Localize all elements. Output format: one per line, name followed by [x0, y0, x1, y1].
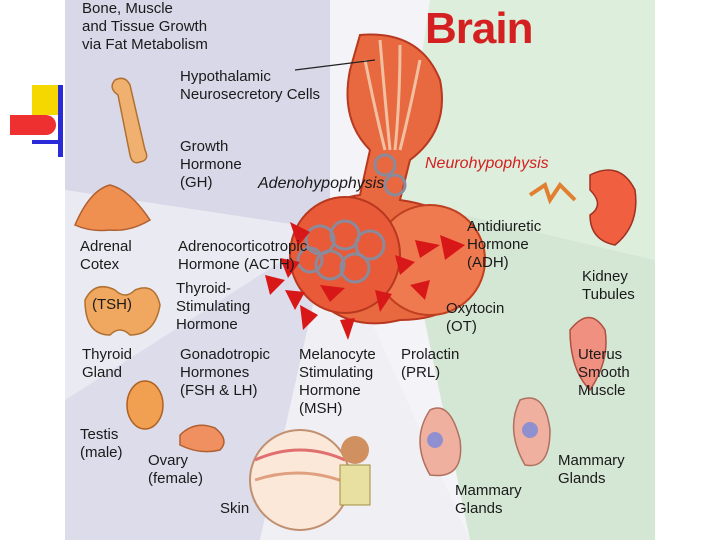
- mammary-gland-right-icon: [512, 397, 551, 467]
- label-hypothalamic: Hypothalamic Neurosecretory Cells: [180, 68, 321, 103]
- label-neurohypophysis: Neurohypophysis: [425, 155, 549, 172]
- label-bone-muscle: Bone, Muscle and Tissue Growth via Fat M…: [82, 0, 208, 53]
- label-gonadotropic: Gonadotropic Hormones (FSH & LH): [180, 346, 271, 399]
- label-kidney-tubules: Kidney Tubules: [582, 268, 635, 303]
- mammary-gland-center-icon: [419, 407, 462, 477]
- label-growth-hormone: Growth Hormone (GH): [180, 138, 242, 191]
- label-thyroid-gland: Thyroid Gland: [82, 346, 133, 381]
- adrenal-icon: [74, 184, 152, 232]
- label-uterus: Uterus Smooth Muscle: [578, 346, 630, 399]
- label-adenohypophysis: Adenohypophysis: [258, 175, 385, 192]
- bone-icon: [111, 77, 148, 164]
- label-prolactin: Prolactin (PRL): [401, 346, 460, 381]
- uterus-icon: [569, 316, 607, 392]
- bullet-bar-red: [10, 115, 56, 135]
- testis-icon: [126, 380, 164, 430]
- label-adrenal-cortex: Adrenal Cotex: [80, 238, 132, 273]
- bullet-square-yellow: [32, 85, 58, 115]
- label-oxytocin: Oxytocin (OT): [446, 300, 505, 335]
- label-skin: Skin: [220, 500, 250, 517]
- label-testis: Testis (male): [80, 426, 123, 461]
- kidney-icon: [528, 169, 637, 246]
- bullet-dash-blue: [32, 140, 58, 144]
- label-msh: Melanocyte Stimulating Hormone (MSH): [299, 346, 376, 417]
- thyroid-icon: [84, 285, 161, 336]
- label-ovary: Ovary (female): [148, 452, 204, 487]
- bullet-bar-blue: [58, 85, 63, 157]
- diagram-title: Brain: [425, 4, 533, 53]
- skin-illustration: [249, 429, 371, 531]
- label-adh: Antidiuretic Hormone (ADH): [467, 218, 542, 271]
- label-mammary-center: Mammary Glands: [455, 482, 522, 517]
- label-acth: Adrenocorticotropic Hormone (ACTH): [178, 238, 308, 273]
- ovary-icon: [179, 424, 225, 453]
- label-mammary-right: Mammary Glands: [558, 452, 625, 487]
- label-tsh: Thyroid- Stimulating Hormone: [176, 280, 251, 333]
- label-tsh-abbr: (TSH): [92, 296, 132, 313]
